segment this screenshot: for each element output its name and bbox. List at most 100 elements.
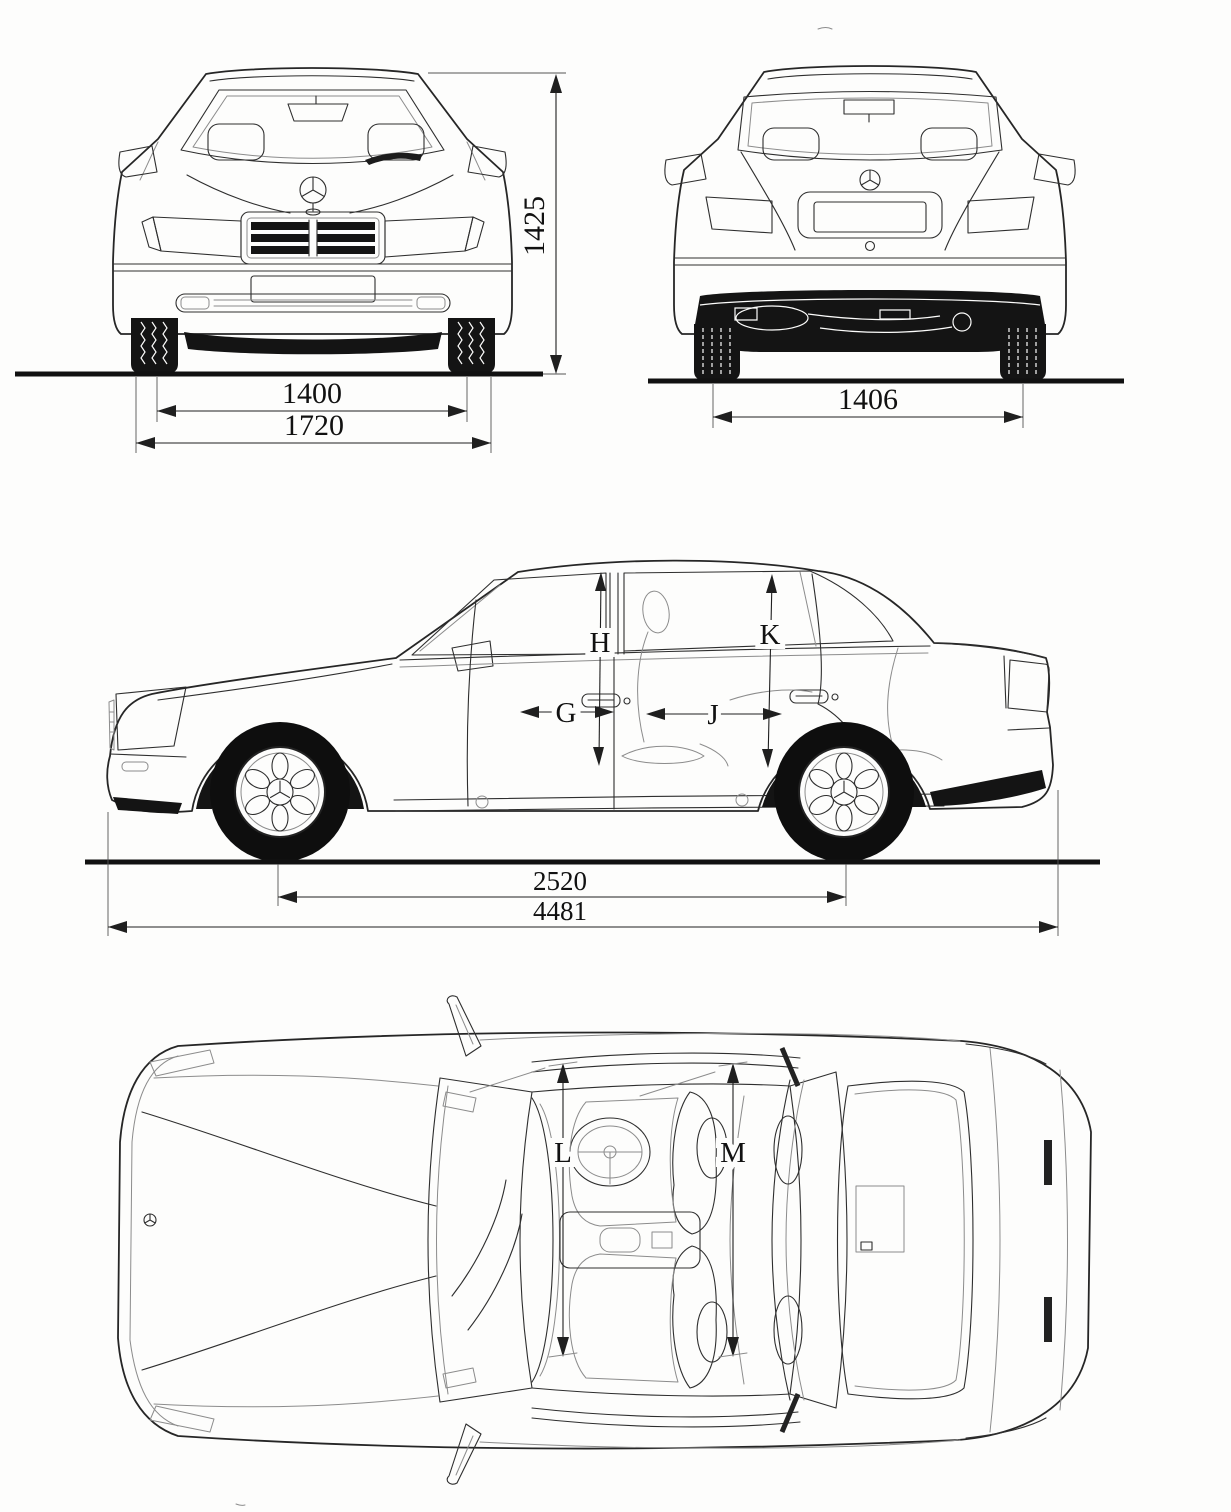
rear-head-restraint-right [920, 127, 978, 161]
dim-label-k: K [760, 619, 781, 651]
a-pillars [439, 1077, 533, 1403]
door-handle-rear [789, 689, 839, 704]
dim-label-wheelbase: 2520 [533, 866, 587, 896]
side-mirror-right [1033, 153, 1076, 186]
rear-plate-recess [797, 191, 943, 239]
wipers [451, 1179, 523, 1331]
beltline [399, 645, 931, 661]
dashboard [531, 1097, 554, 1383]
rear-side-window [623, 570, 894, 655]
front-grille [240, 211, 386, 265]
front-seat-driver [568, 1091, 728, 1235]
hood-cut-line [157, 663, 393, 701]
front-bumper-line [129, 1055, 179, 1427]
roof-rail-bottom [531, 1407, 801, 1428]
trunk-edge [933, 642, 1047, 659]
mercedes-star-icon [833, 780, 855, 799]
front-air-intake [175, 293, 451, 313]
door-mirror [451, 640, 494, 672]
windshield-base [427, 1077, 441, 1403]
rear-corner-lines [965, 1043, 1047, 1439]
side-view: H K G J 2520 [85, 559, 1100, 936]
rear-view: 1406 [648, 65, 1124, 428]
trunk-cut [1003, 655, 1007, 709]
front-indicator [121, 761, 149, 772]
dim-front-track: 1400 [156, 377, 468, 422]
headlight [115, 686, 187, 751]
b-pillar [609, 572, 619, 656]
dim-label-g: G [556, 697, 577, 729]
side-mirror-left [118, 145, 158, 178]
dim-front-headroom: H [585, 572, 616, 766]
front-tire-right [448, 318, 495, 373]
head-restraint-left [207, 123, 265, 161]
front-windshield [180, 89, 445, 165]
b-pillar-bottom [779, 1393, 801, 1433]
tail-light-left [705, 196, 773, 234]
dim-label-h: H [590, 627, 611, 659]
front-body-outline [112, 67, 513, 335]
dim-label-j: J [707, 699, 718, 731]
front-spoiler [113, 797, 182, 814]
open-door-bottom [446, 1423, 482, 1485]
bumper-seam [109, 753, 187, 758]
head-restraint-right [367, 123, 425, 161]
front-roof-line [209, 75, 415, 82]
side-mirror-left [664, 153, 707, 186]
dim-overall-length: 4481 [107, 790, 1059, 936]
front-underbody-shadow [184, 332, 442, 355]
dim-label-overall-height: 1425 [518, 196, 551, 256]
indicator-right [464, 216, 485, 252]
dim-overall-height: 1425 [428, 72, 566, 375]
open-door-top [446, 995, 482, 1057]
tail-light-right [967, 196, 1035, 234]
dim-rear-track: 1406 [712, 383, 1024, 428]
dim-label-front-track: 1400 [282, 377, 342, 410]
wiper-blade [365, 152, 422, 165]
rear-window-base [835, 1071, 848, 1409]
dim-rear-interior-width: M [715, 1061, 751, 1358]
rear-valance [930, 770, 1046, 806]
front-wheel [210, 722, 350, 862]
interior-seats [621, 590, 943, 767]
trunk-lid [836, 1080, 974, 1400]
front-seat-passenger [568, 1245, 728, 1389]
mercedes-star-icon [859, 169, 881, 191]
mercedes-star-icon [143, 1213, 157, 1227]
front-bumper [112, 263, 513, 272]
leader-lines [469, 1067, 716, 1097]
dim-front-interior-width: L [548, 1061, 578, 1358]
cowl-vent-bottom [442, 1367, 477, 1389]
rear-window [737, 90, 1003, 161]
rear-wheel [774, 722, 914, 862]
mercedes-star-icon [269, 780, 291, 799]
rear-head-restraint-left [762, 127, 820, 161]
indicator-left [141, 216, 162, 252]
front-door-cut [466, 599, 477, 807]
dim-label-rear-track: 1406 [838, 383, 898, 416]
windshield-header [519, 1091, 533, 1389]
tail-light-mark-top [1044, 1140, 1052, 1185]
scan-artifact [817, 27, 833, 30]
cowl-vent-top [442, 1091, 477, 1113]
fog-light-left [180, 296, 210, 310]
top-view: L M [117, 995, 1092, 1485]
scan-artifact [235, 1503, 246, 1506]
tail-light [1007, 659, 1050, 713]
dim-rear-headroom: K [755, 574, 786, 768]
dim-label-m: M [720, 1137, 746, 1169]
hood-crease-left [186, 174, 291, 214]
headlight-top [149, 1049, 215, 1077]
mercedes-star-icon [299, 176, 327, 216]
dim-wheelbase: 2520 [277, 864, 847, 906]
front-view: 1425 1400 1720 [15, 67, 566, 453]
dim-label-overall-length: 4481 [533, 896, 587, 926]
interior [531, 1079, 805, 1401]
tail-light-mark-bottom [1044, 1297, 1052, 1342]
rear-tire-right [1000, 324, 1046, 380]
fog-light-right [416, 296, 446, 310]
hood-crease-right [349, 174, 454, 214]
trunk-lock [864, 240, 876, 252]
side-mirror-right [467, 145, 507, 178]
